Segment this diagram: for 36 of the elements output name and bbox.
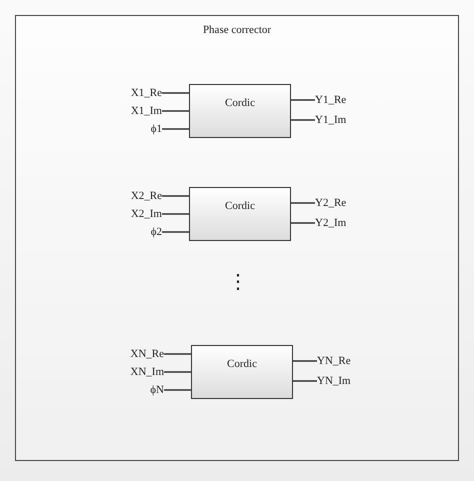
cordic-block: Cordic	[189, 187, 291, 241]
signal-line	[162, 110, 189, 112]
output-signal-label: YN_Re	[317, 354, 377, 368]
output-signal-label: Y2_Re	[315, 196, 375, 210]
signal-line	[164, 353, 191, 355]
cordic-block: Cordic	[191, 345, 293, 399]
input-signal-label: XN_Re	[104, 347, 164, 361]
phase-corrector-frame	[15, 15, 459, 461]
signal-line	[164, 389, 191, 391]
frame-title: Phase corrector	[202, 24, 272, 36]
signal-line	[162, 195, 189, 197]
input-signal-label: X2_Re	[102, 189, 162, 203]
signal-line	[291, 202, 315, 204]
input-signal-label: XN_Im	[104, 365, 164, 379]
cordic-block: Cordic	[189, 84, 291, 138]
signal-line	[162, 213, 189, 215]
output-signal-label: Y1_Re	[315, 93, 375, 107]
signal-line	[293, 380, 317, 382]
output-signal-label: Y1_Im	[315, 113, 375, 127]
signal-line	[162, 231, 189, 233]
vertical-ellipsis: ⋮	[228, 271, 248, 293]
input-signal-label: X1_Re	[102, 86, 162, 100]
signal-line	[291, 119, 315, 121]
signal-line	[164, 371, 191, 373]
input-signal-label: X2_Im	[102, 207, 162, 221]
input-signal-label: ϕN	[104, 383, 164, 397]
signal-line	[291, 99, 315, 101]
input-signal-label: ϕ1	[102, 122, 162, 136]
signal-line	[162, 92, 189, 94]
input-signal-label: ϕ2	[102, 225, 162, 239]
signal-line	[291, 222, 315, 224]
input-signal-label: X1_Im	[102, 104, 162, 118]
signal-line	[162, 128, 189, 130]
signal-line	[293, 360, 317, 362]
output-signal-label: YN_Im	[317, 374, 377, 388]
output-signal-label: Y2_Im	[315, 216, 375, 230]
